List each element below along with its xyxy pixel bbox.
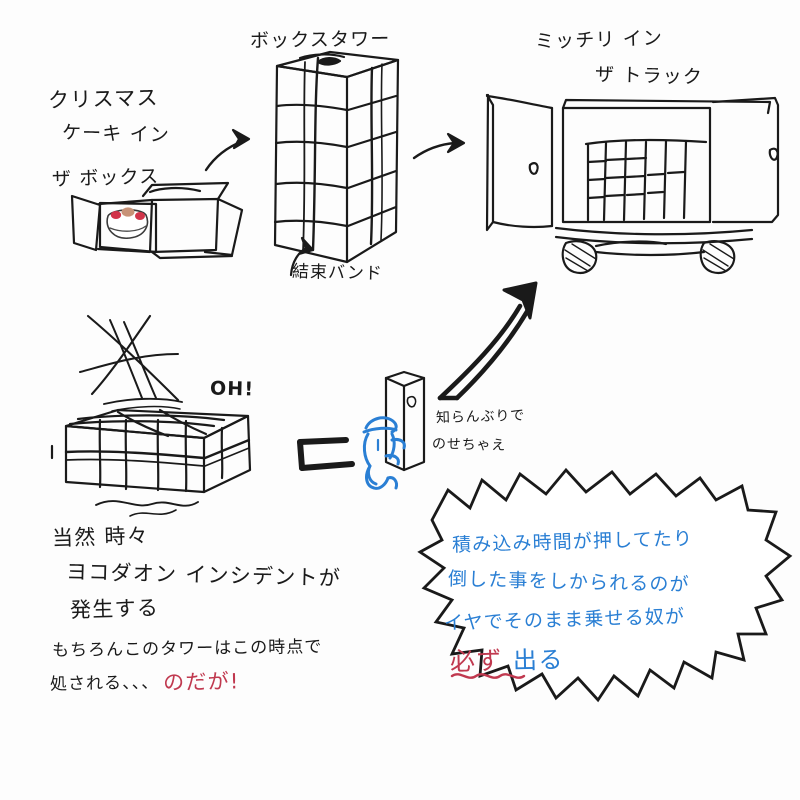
oh-exclamation: OH!	[209, 377, 255, 401]
worker-pushing-box-drawing	[384, 370, 426, 472]
cake-box-heading-line3: ザ ボックス	[51, 165, 160, 191]
bubble-line4: 必ず 出る	[449, 643, 564, 679]
arrow-tower-to-truck	[412, 132, 466, 160]
left-pointing-bracket-arrow	[297, 437, 355, 471]
arrow-worker-to-truck	[437, 281, 538, 401]
aftermath-red-part: のだが!	[162, 669, 240, 695]
aftermath-caption-line1: もちろんこのタワーはこの時点で	[51, 637, 323, 661]
toppled-tower-drawing	[50, 314, 252, 517]
arrow-cakebox-to-tower	[204, 128, 251, 172]
box-tower-heading: ボックスタワー	[249, 28, 391, 52]
worker-figure	[362, 416, 406, 490]
cake-in-box-drawing	[70, 181, 244, 260]
cable-tie-callout-label: 結束バンド	[291, 261, 384, 285]
worker-note-line1: 知らんぶりで	[435, 407, 526, 427]
speech-bubble-shape	[417, 467, 793, 703]
truck-loaded-drawing	[485, 93, 780, 274]
cake-strawberries	[110, 207, 145, 220]
box-tower-drawing	[273, 50, 400, 277]
truck-heading-line1: ミッチリ イン	[534, 27, 664, 53]
truck-heading-line2: ザ トラック	[594, 63, 704, 89]
aftermath-caption-line2: 処される、、、 のだが!	[49, 666, 240, 697]
red-wavy-underline	[450, 673, 526, 679]
bubble-line4-red: 必ず	[449, 645, 504, 677]
incident-caption-line3: 発生する	[69, 595, 160, 623]
cake-box-heading-line1: クリスマス	[47, 85, 159, 113]
aftermath-black-part: 処される、、、	[49, 672, 160, 695]
bubble-line4-blue: 出る	[512, 645, 565, 675]
worker-note-line2: のせちゃえ	[431, 436, 507, 454]
incident-caption-line1: 当然 時々	[51, 523, 150, 551]
cake-box-heading-line2: ケーキ イン	[61, 121, 171, 147]
